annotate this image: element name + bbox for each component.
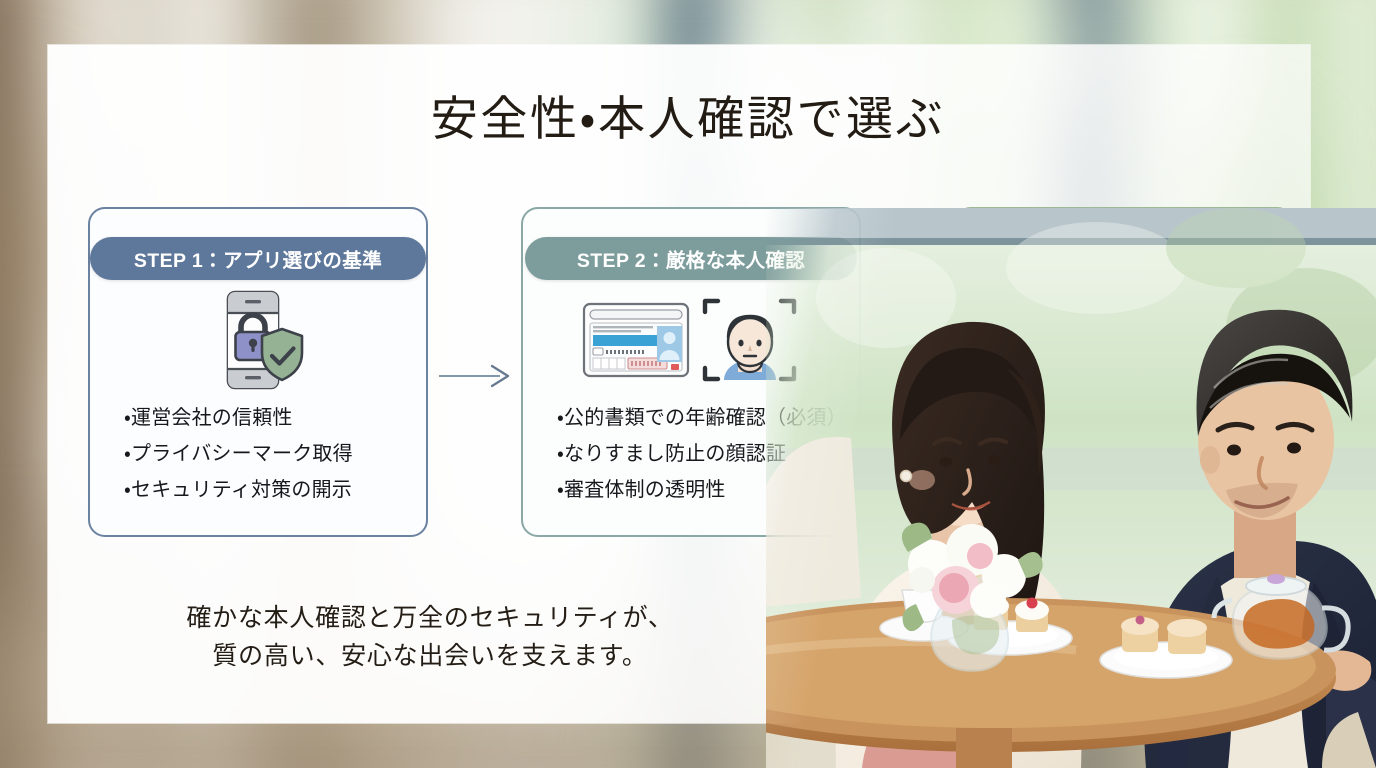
step-2-bullet-list: ・公的書類での年齢確認（必須） ・なりすまし防止の顔認証 ・審査体制の透明性 bbox=[523, 407, 859, 502]
step-card-1: STEP 1：アプリ選びの基準 bbox=[88, 207, 428, 537]
phone-lock-shield-icon bbox=[204, 287, 312, 398]
step-1-pill: STEP 1：アプリ選びの基準 bbox=[90, 237, 426, 280]
bullet-item: ・審査体制の透明性 bbox=[557, 479, 726, 501]
id-card-face-scan-icon bbox=[581, 290, 801, 395]
caption-line-1: 確かな本人確認と万全のセキュリティが、 bbox=[186, 605, 674, 632]
page-title: 安全性・本人確認で選ぶ bbox=[430, 94, 946, 146]
step-2-icon-area bbox=[523, 287, 859, 397]
caption-line-2: 質の高い、安心な出会いを支えます。 bbox=[212, 643, 648, 670]
bullet-item: ・なりすまし防止の顔認証 bbox=[557, 443, 787, 465]
arrow-step1-to-step2 bbox=[438, 363, 512, 394]
step-1-bullet-list: ・運営会社の信頼性 ・プライバシーマーク取得 ・セキュリティ対策の開示 bbox=[90, 407, 426, 502]
caption-text: 確かな本人確認と万全のセキュリティが、 質の高い、安心な出会いを支えます。 bbox=[120, 600, 740, 676]
step-1-icon-area bbox=[90, 287, 426, 397]
bullet-item: ・運営会社の信頼性 bbox=[124, 407, 293, 429]
bullet-item: ・セキュリティ対策の開示 bbox=[124, 479, 352, 501]
couple-at-cafe-table-photo bbox=[766, 208, 1376, 768]
bullet-item: ・プライバシーマーク取得 bbox=[124, 443, 353, 465]
